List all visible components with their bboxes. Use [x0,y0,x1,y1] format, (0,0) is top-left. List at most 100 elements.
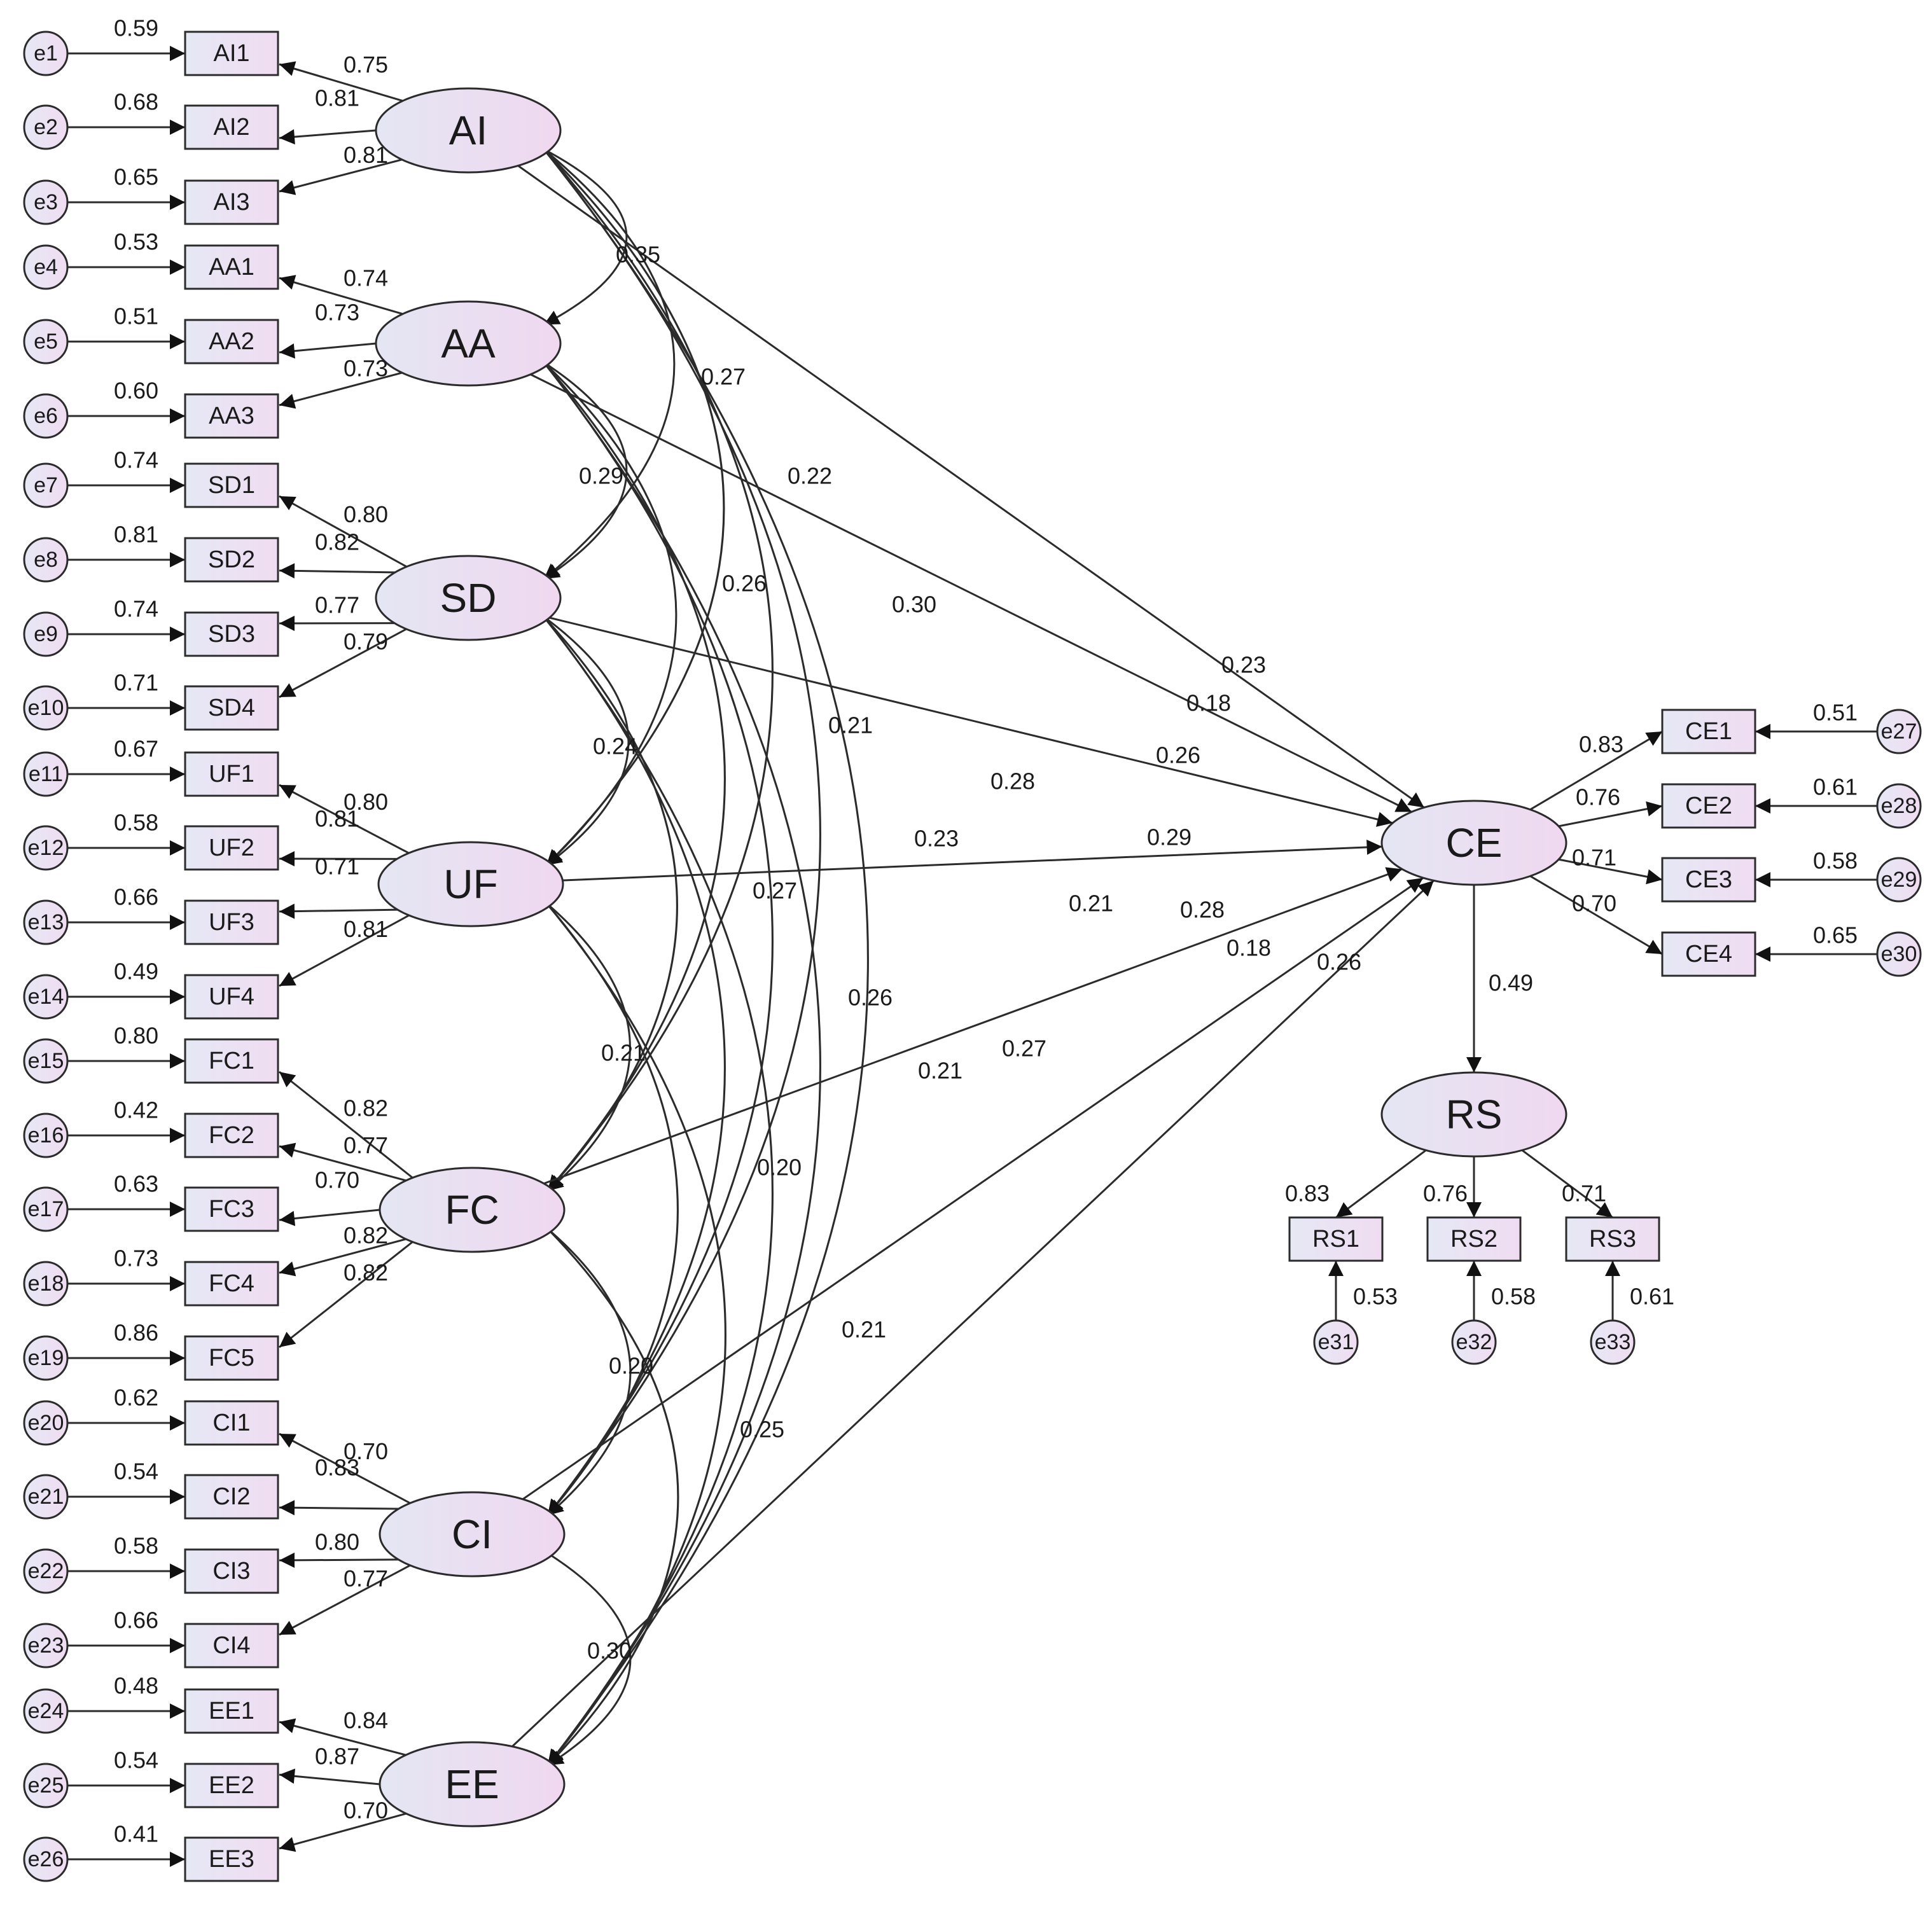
correlation-arc-AA-EE [528,345,821,1766]
indicator-box-FC3 [184,1186,279,1232]
indicator-box-CE3 [1661,857,1756,903]
loading-value-CI1: 0.70 [344,1438,388,1464]
correlation-value-AA-UF: 0.26 [722,571,767,597]
indicator-label-FC4: FC4 [209,1270,254,1297]
indicator-label-CI4: CI4 [212,1632,250,1659]
loading-path-CE4 [1529,875,1663,955]
error-node-e21 [23,1474,69,1520]
latent-node-UF [377,841,564,927]
indicator-label-UF4: UF4 [209,983,254,1010]
r2-value-FC1: 0.80 [114,1023,158,1049]
loading-value-RS2: 0.76 [1423,1181,1468,1207]
indicator-box-CI4 [184,1623,279,1668]
latent-label-UF: UF [443,861,497,907]
correlation-arc-FC-EE [531,1212,679,1766]
indicator-box-UF4 [184,974,279,1020]
indicator-box-CE2 [1661,783,1756,829]
correlation-arc-AI-FC [528,132,774,1192]
indicator-box-AI2 [184,104,279,150]
correlation-arc-AI-AA [527,135,628,326]
indicator-box-RS1 [1288,1216,1384,1262]
error-node-e15 [23,1038,69,1084]
latent-node-AI [375,87,562,174]
indicator-label-RS3: RS3 [1589,1226,1636,1252]
indicator-label-SD1: SD1 [208,472,255,499]
latent-node-CI [379,1491,566,1578]
loading-path-RS1 [1335,1149,1427,1219]
path-value-CE-RS: 0.49 [1489,970,1533,996]
error-node-e27 [1876,709,1922,754]
loading-value-EE2: 0.87 [315,1744,359,1770]
loading-path-EE1 [279,1718,422,1760]
loading-value-FC5: 0.82 [344,1259,388,1286]
error-label-e15: e15 [28,1049,64,1073]
correlation-value-FC-EE: 0.25 [740,1417,784,1443]
indicator-box-UF3 [184,899,279,945]
loading-path-AA1 [279,275,418,319]
loading-value-EE1: 0.84 [344,1707,388,1733]
indicator-box-CI2 [184,1474,279,1520]
r2-value-SD2: 0.81 [114,522,158,548]
indicator-box-EE1 [184,1688,279,1734]
indicator-label-AI2: AI2 [213,114,249,141]
error-node-e30 [1876,931,1922,977]
r2-value-FC5: 0.86 [114,1320,158,1346]
error-label-e16: e16 [28,1123,64,1148]
structural-path-SD-CE [549,616,1393,827]
r2-value-RS1: 0.53 [1353,1284,1398,1310]
loading-value-UF1: 0.80 [344,789,388,815]
indicator-label-EE2: EE2 [209,1772,254,1799]
loading-value-CI4: 0.77 [344,1565,388,1591]
error-node-e7 [23,462,69,508]
indicator-box-AI1 [184,31,279,76]
error-label-e32: e32 [1456,1330,1492,1354]
correlation-arc-FC-CI [531,1212,632,1516]
correlation-value-AI-EE: 0.21 [1069,891,1113,917]
loading-path-FC4 [279,1234,422,1277]
indicator-box-AA1 [184,244,279,290]
error-label-e10: e10 [28,696,64,720]
indicator-box-SD2 [184,537,279,583]
indicator-label-UF3: UF3 [209,909,254,936]
correlation-arc-CI-EE [531,1538,632,1766]
indicator-box-AA2 [184,319,279,364]
error-label-e11: e11 [29,762,63,786]
latent-label-AI: AI [449,107,487,153]
correlation-value-UF-FC: 0.21 [601,1040,646,1066]
correlation-arc-UF-CI [531,886,679,1516]
r2-value-AA3: 0.60 [114,378,158,404]
r2-value-FC3: 0.63 [114,1171,158,1197]
correlation-value-AI-UF: 0.22 [788,463,832,489]
path-value-AA-CE: 0.18 [1186,690,1231,716]
error-node-e23 [23,1623,69,1668]
loading-path-AA2 [279,342,377,359]
loading-value-SD3: 0.77 [315,592,359,618]
correlation-value-AI-SD: 0.27 [701,364,746,390]
indicator-label-FC1: FC1 [209,1048,254,1074]
indicator-label-FC5: FC5 [209,1345,254,1371]
indicator-label-CI2: CI2 [212,1483,250,1510]
structural-path-UF-CE [562,839,1382,882]
r2-value-CI2: 0.54 [114,1459,158,1485]
indicator-box-FC2 [184,1113,279,1158]
r2-value-CE2: 0.61 [1813,774,1858,800]
latent-node-RS [1380,1071,1567,1158]
loading-path-AI3 [279,155,418,195]
error-node-e2 [23,104,69,150]
indicator-label-AA3: AA3 [209,403,254,429]
indicator-label-AI1: AI1 [213,40,249,67]
indicator-box-CI1 [184,1400,279,1446]
error-label-e24: e24 [28,1699,64,1723]
r2-value-UF4: 0.49 [114,959,158,985]
error-label-e19: e19 [28,1346,64,1370]
error-node-e26 [23,1836,69,1882]
loading-path-CE2 [1558,801,1663,828]
loading-path-FC5 [279,1234,422,1349]
indicator-box-FC5 [184,1335,279,1381]
error-label-e17: e17 [28,1197,64,1221]
loading-path-CE1 [1529,730,1663,810]
indicator-label-EE1: EE1 [209,1698,254,1724]
loading-value-EE3: 0.70 [344,1798,388,1824]
loading-value-CE4: 0.70 [1572,891,1616,917]
indicator-label-UF1: UF1 [209,761,254,787]
